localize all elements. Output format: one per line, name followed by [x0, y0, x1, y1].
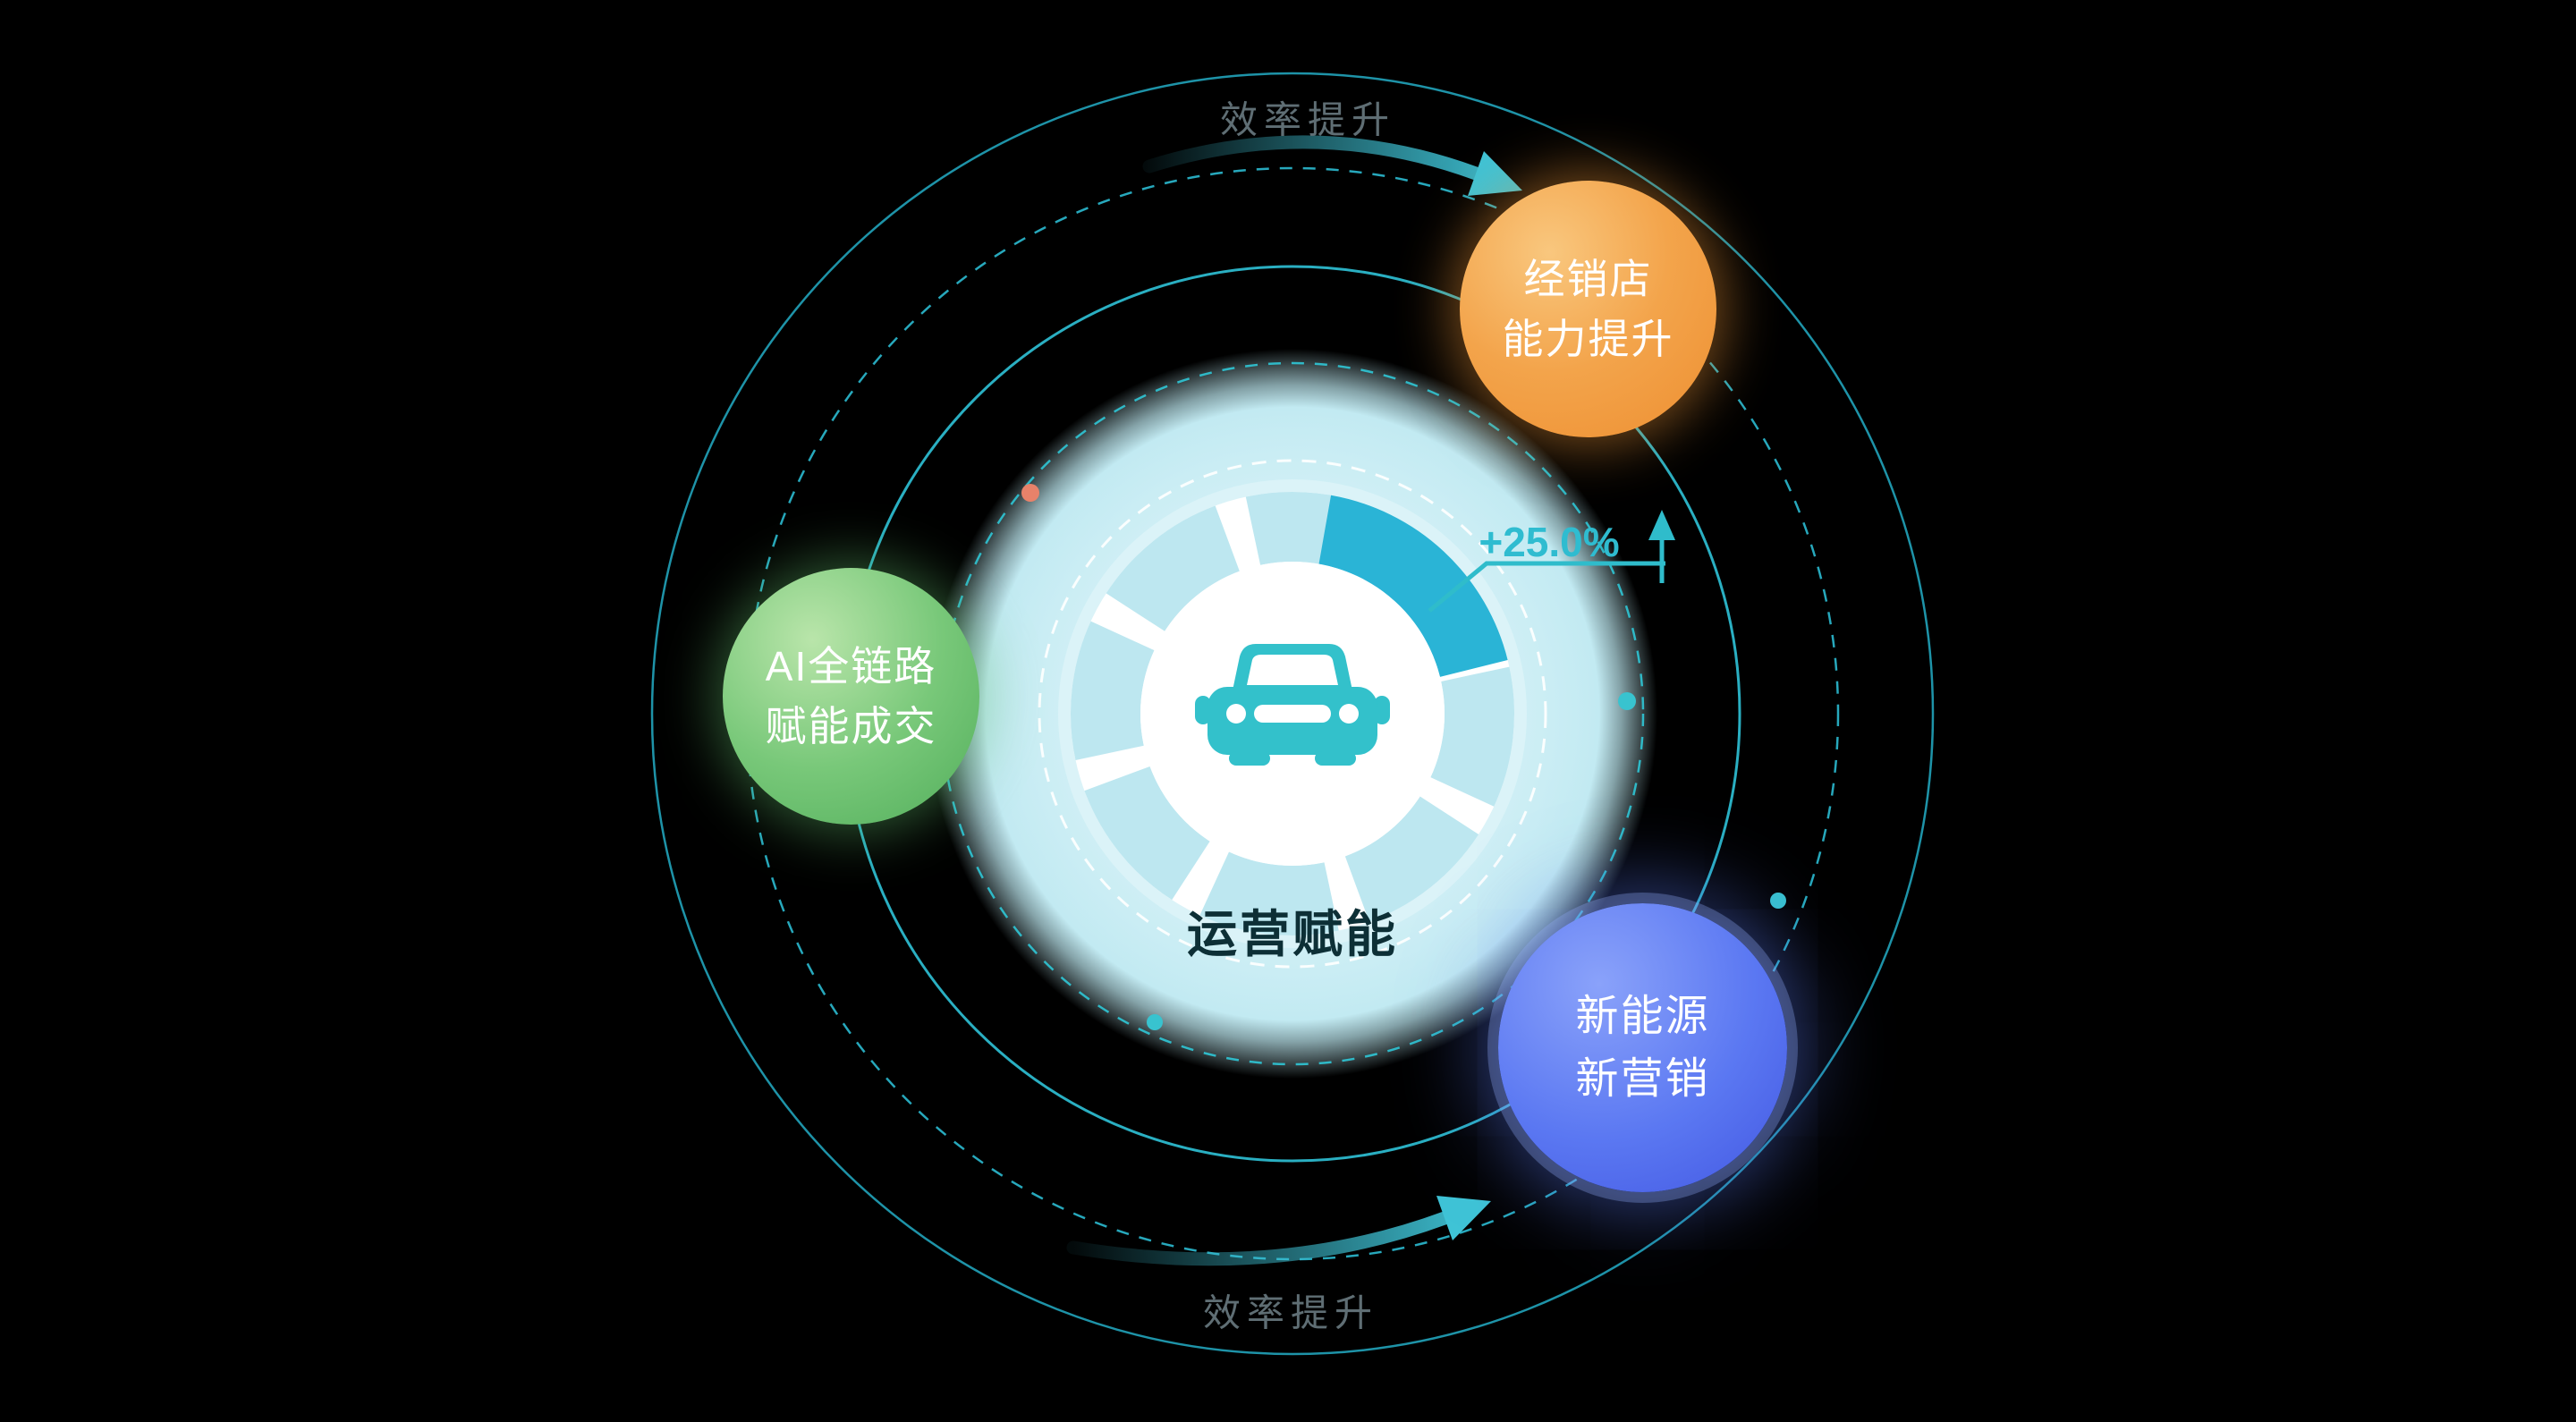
bubble-dealer-capability-line1: 经销店 [1523, 255, 1653, 302]
growth-metric-label: +25.0% [1479, 519, 1620, 565]
car-wheel-right [1315, 751, 1356, 766]
orbit-ring-outer [650, 72, 1935, 1356]
bubble-ai-full-chain-line1: AI全链路 [765, 642, 937, 690]
efficiency-label-bottom: 效率提升 [1202, 1291, 1379, 1334]
efficiency-label-top: 效率提升 [1219, 98, 1396, 141]
bubble-nev-marketing-line1: 新能源 [1575, 992, 1710, 1040]
center-label: 运营赋能 [1187, 906, 1398, 962]
gauge-segments [1071, 492, 1514, 935]
orbit-dot-teal-right [1618, 692, 1636, 710]
metric-up-arrow-head [1648, 510, 1675, 540]
bubble-dealer-capability-text: 经销店 能力提升 [1503, 250, 1674, 368]
car-wheel-left [1229, 751, 1270, 766]
bubble-nev-marketing-text: 新能源 新营销 [1575, 986, 1709, 1110]
car-mirror-right [1374, 696, 1390, 724]
bubble-ai-full-chain: AI全链路 赋能成交 [723, 568, 979, 825]
bubble-dealer-capability-line2: 能力提升 [1502, 315, 1674, 362]
orbit-dot-orange [1021, 484, 1039, 502]
bubble-nev-marketing-line2: 新营销 [1575, 1054, 1710, 1103]
bubble-nev-marketing: 新能源 新营销 [1498, 903, 1787, 1192]
car-headlight-right [1339, 704, 1359, 724]
car-grille [1254, 705, 1331, 723]
car-windshield [1247, 655, 1338, 685]
efficiency-arrow-bottom-head [1436, 1196, 1491, 1240]
metric-callout-line [1428, 561, 1665, 613]
orbit-ring-dashed-outer [745, 166, 1840, 1261]
efficiency-arrow-top-head [1468, 151, 1522, 196]
gauge-progress-arc [1318, 495, 1508, 678]
car-mirror-left [1195, 696, 1211, 724]
bubble-dealer-capability: 经销店 能力提升 [1460, 181, 1716, 437]
car-headlight-left [1226, 704, 1246, 724]
inner-dashed-ring [1038, 459, 1547, 969]
bubble-ai-full-chain-line2: 赋能成交 [765, 702, 937, 749]
orbit-dot-teal-lower-right [1770, 893, 1786, 909]
bubble-ai-full-chain-text: AI全链路 赋能成交 [766, 637, 937, 756]
car-icon [1195, 644, 1390, 766]
orbit-dot-teal-bottom [1147, 1014, 1163, 1030]
efficiency-arrow-top [1142, 135, 1483, 181]
efficiency-arrow-bottom [1066, 1211, 1452, 1266]
